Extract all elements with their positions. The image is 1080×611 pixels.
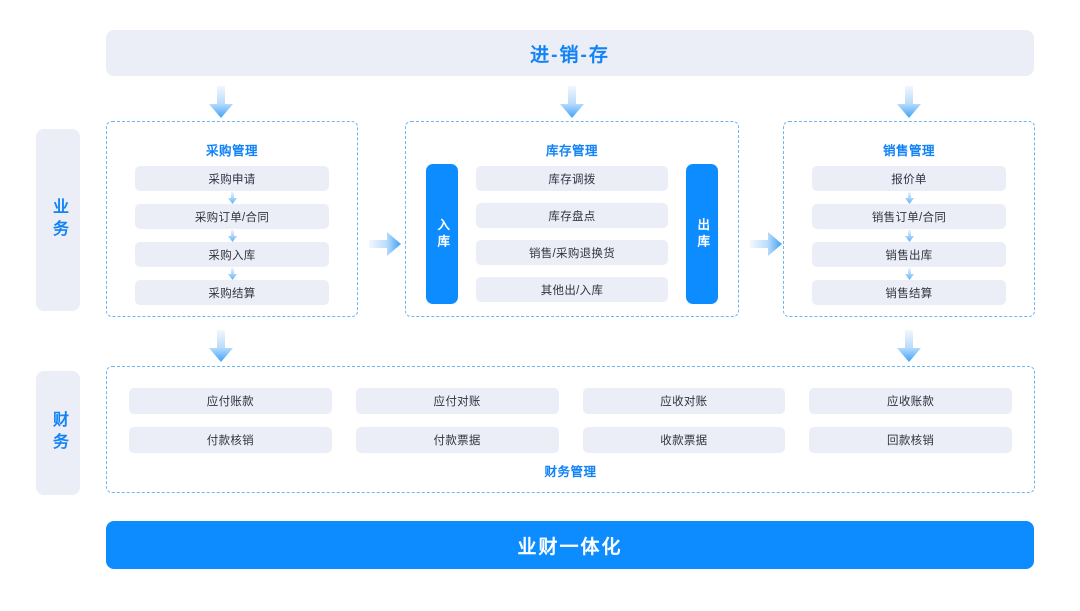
list-item[interactable]: 付款核销	[129, 427, 332, 453]
finance-item-grid: 应付账款 应付对账 应收对账 应收账款 付款核销 付款票据 收款票据 回款核销	[129, 388, 1012, 453]
arrow-down-icon	[897, 330, 921, 362]
group-purchase-management: 采购管理 采购申请 采购订单/合同 采购入库 采购结算	[106, 121, 358, 317]
inbound-bar-label: 入库	[435, 217, 450, 251]
group-inventory-management: 库存管理 入库 出库 库存调拨 库存盘点 销售/采购退换货 其他出/入库	[405, 121, 739, 317]
list-item[interactable]: 应付对账	[355, 388, 559, 414]
group-finance-management: 应付账款 应付对账 应收对账 应收账款 付款核销 付款票据 收款票据 回款核销 …	[106, 366, 1035, 493]
list-item[interactable]: 收款票据	[582, 427, 786, 453]
section-label-business-text: 业务	[50, 198, 67, 242]
group-title-purchase: 采购管理	[205, 144, 258, 158]
outbound-bar[interactable]: 出库	[686, 164, 718, 304]
mini-arrow-down-icon	[135, 229, 329, 242]
group-title-sales: 销售管理	[882, 144, 935, 158]
outbound-bar-label: 出库	[695, 217, 710, 251]
list-item[interactable]: 销售/采购退换货	[476, 240, 668, 265]
page-title: 进-销-存	[530, 44, 610, 66]
list-item[interactable]: 回款核销	[809, 427, 1012, 453]
group-title-finance: 财务管理	[544, 465, 597, 479]
arrow-down-icon	[209, 86, 233, 118]
list-item[interactable]: 采购订单/合同	[135, 204, 329, 229]
list-item[interactable]: 销售出库	[812, 242, 1006, 267]
section-label-finance: 财务	[36, 371, 80, 495]
arrow-right-icon	[750, 232, 782, 256]
mini-arrow-down-icon	[812, 267, 1006, 280]
mini-arrow-down-icon	[812, 191, 1006, 204]
section-label-finance-text: 财务	[50, 411, 67, 455]
section-label-business: 业务	[36, 129, 80, 311]
arrow-down-icon	[897, 86, 921, 118]
list-item[interactable]: 库存调拨	[476, 166, 668, 191]
list-item[interactable]: 销售结算	[812, 280, 1006, 305]
footer-banner: 业财一体化	[106, 521, 1034, 569]
footer-title: 业财一体化	[517, 536, 623, 558]
group-title-inventory: 库存管理	[545, 144, 598, 158]
list-item[interactable]: 采购结算	[135, 280, 329, 305]
mini-arrow-down-icon	[135, 267, 329, 280]
sales-flow-list: 报价单 销售订单/合同 销售出库 销售结算	[812, 166, 1006, 305]
list-item[interactable]: 应收账款	[809, 388, 1012, 414]
arrow-right-icon	[369, 232, 401, 256]
mini-arrow-down-icon	[812, 229, 1006, 242]
list-item[interactable]: 销售订单/合同	[812, 204, 1006, 229]
list-item[interactable]: 采购申请	[135, 166, 329, 191]
list-item[interactable]: 采购入库	[135, 242, 329, 267]
group-sales-management: 销售管理 报价单 销售订单/合同 销售出库 销售结算	[783, 121, 1035, 317]
list-item[interactable]: 报价单	[812, 166, 1006, 191]
list-item[interactable]: 库存盘点	[476, 203, 668, 228]
mini-arrow-down-icon	[135, 191, 329, 204]
inbound-bar[interactable]: 入库	[426, 164, 458, 304]
inventory-item-list: 库存调拨 库存盘点 销售/采购退换货 其他出/入库	[476, 166, 668, 302]
list-item[interactable]: 应收对账	[582, 388, 786, 414]
arrow-down-icon	[560, 86, 584, 118]
arrow-down-icon	[209, 330, 233, 362]
list-item[interactable]: 应付账款	[129, 388, 332, 414]
list-item[interactable]: 其他出/入库	[476, 277, 668, 302]
page-title-banner: 进-销-存	[106, 30, 1034, 76]
purchase-flow-list: 采购申请 采购订单/合同 采购入库 采购结算	[135, 166, 329, 305]
list-item[interactable]: 付款票据	[355, 427, 559, 453]
